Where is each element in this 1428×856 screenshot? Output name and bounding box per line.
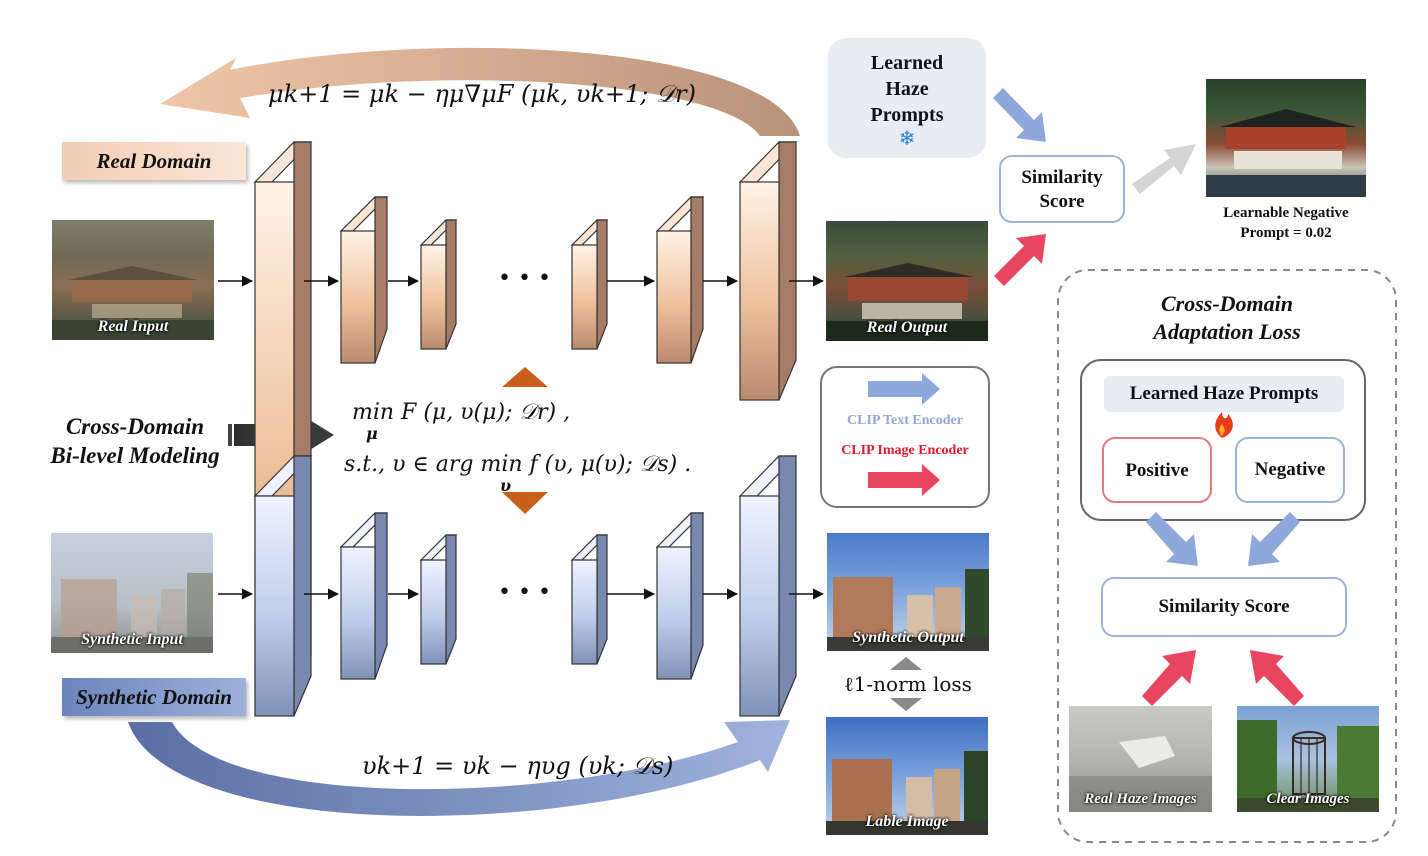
real-update-arc bbox=[160, 47, 800, 136]
synthetic-update-arc bbox=[128, 720, 790, 816]
synthetic-domain-tag: Synthetic Domain bbox=[62, 678, 246, 716]
negative-prompt-image bbox=[1206, 79, 1366, 197]
negative-caption-line2: Prompt = 0.02 bbox=[1240, 225, 1332, 241]
lower-level-subscript: υ bbox=[500, 476, 512, 495]
real-haze-image: Real Haze Images bbox=[1069, 706, 1212, 812]
adaptation-prompts-label: Learned Haze Prompts bbox=[1129, 383, 1319, 404]
bilevel-label-line1: Cross-Domain bbox=[65, 414, 205, 439]
text-arrow-top bbox=[993, 88, 1046, 142]
mu-update-equation: μk+1 = μk − ημ∇μF (μk, υk+1; 𝒟r) bbox=[268, 80, 696, 108]
real-output-label: Real Output bbox=[866, 319, 948, 336]
learned-prompts-box bbox=[828, 38, 986, 158]
legend-box bbox=[820, 366, 990, 508]
adaptation-title: Cross-Domain Adaptation Loss bbox=[1058, 290, 1396, 346]
negative-caption: Learnable Negative Prompt = 0.02 bbox=[1196, 203, 1376, 243]
real-haze-label: Real Haze Images bbox=[1084, 791, 1197, 807]
similarity-top-line2: Score bbox=[1039, 191, 1085, 212]
positive-label: Positive bbox=[1125, 460, 1189, 481]
triangle-down bbox=[502, 492, 548, 514]
adaptation-similarity-label: Similarity Score bbox=[1158, 596, 1290, 617]
l1-loss-label: ℓ1-norm loss bbox=[844, 672, 972, 696]
adaptation-title-line1: Cross-Domain bbox=[1160, 291, 1294, 316]
bilevel-label: Cross-Domain Bi-level Modeling bbox=[40, 412, 230, 470]
negative-caption-line1: Learnable Negative bbox=[1223, 205, 1349, 221]
clear-image: Clear Images bbox=[1237, 706, 1379, 812]
real-input-image: Real Input bbox=[52, 220, 214, 340]
flame-icon bbox=[1215, 412, 1233, 438]
synthetic-output-label: Synthetic Output bbox=[852, 629, 964, 646]
synthetic-encoder bbox=[253, 455, 798, 717]
real-input-label: Real Input bbox=[97, 318, 169, 335]
legend-image-encoder: CLIP Image Encoder bbox=[841, 443, 969, 458]
lower-level-equation: s.t., υ ∈ arg min f (υ, μ(υ); 𝒟s) . bbox=[344, 452, 692, 477]
real-output-image: Real Output bbox=[826, 221, 988, 341]
similarity-top-line1: Similarity bbox=[1021, 167, 1103, 188]
synthetic-input-image: Synthetic Input bbox=[51, 533, 213, 653]
image-arrow-top bbox=[994, 234, 1046, 286]
real-domain-tag: Real Domain bbox=[62, 142, 246, 180]
legend-text-encoder: CLIP Text Encoder bbox=[847, 413, 963, 428]
learned-prompts-label: Learned Haze Prompts bbox=[828, 50, 986, 128]
upper-level-equation: min F (μ, υ(μ); 𝒟r) , bbox=[352, 400, 571, 425]
learned-prompts-line3: Prompts bbox=[870, 104, 944, 126]
learned-prompts-line1: Learned bbox=[870, 52, 944, 74]
similarity-top-box bbox=[999, 155, 1125, 223]
synthetic-input-label: Synthetic Input bbox=[81, 631, 183, 648]
similarity-top-label: Similarity Score bbox=[1000, 166, 1124, 214]
triangle-up bbox=[502, 367, 548, 387]
negative-label: Negative bbox=[1254, 459, 1326, 480]
upper-level-subscript: μ bbox=[366, 424, 378, 443]
label-image: Lable Image bbox=[826, 717, 988, 835]
learned-prompts-line2: Haze bbox=[885, 78, 929, 100]
ellipsis-real: • • • bbox=[498, 266, 551, 291]
clear-label: Clear Images bbox=[1266, 791, 1350, 807]
nu-update-equation: υk+1 = υk − ηυg (υk; 𝒟s) bbox=[362, 752, 674, 780]
snowflake-icon: ❄ bbox=[898, 126, 916, 150]
bilevel-label-line2: Bi-level Modeling bbox=[50, 443, 220, 468]
adaptation-title-line2: Adaptation Loss bbox=[1153, 319, 1301, 344]
gray-arrow bbox=[1132, 144, 1196, 194]
synthetic-output-image: Synthetic Output bbox=[827, 533, 989, 651]
ellipsis-synthetic: • • • bbox=[498, 580, 551, 605]
label-image-label: Lable Image bbox=[865, 813, 949, 830]
